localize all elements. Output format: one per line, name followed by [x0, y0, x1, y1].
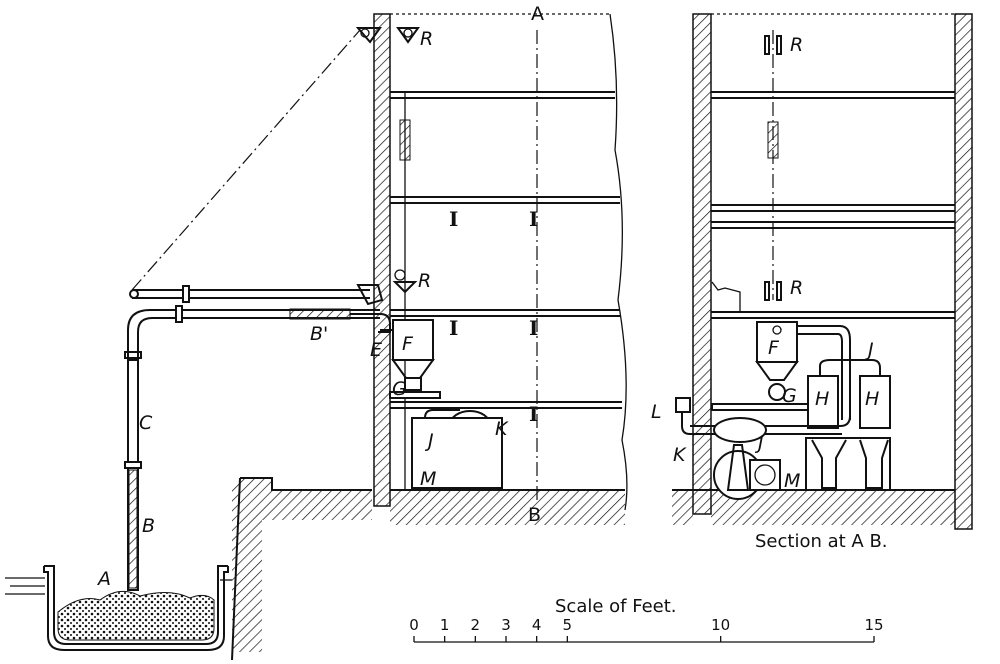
scale-tick-label: 0 [409, 616, 419, 634]
label-pipe: C [139, 412, 153, 434]
label-filter-right: H [865, 388, 879, 410]
scale-tick-label: 5 [563, 616, 573, 634]
section-labels: R R F G J H H L K J M Section at A B. [651, 34, 888, 552]
floor-beam-label: I [449, 207, 458, 231]
label-pulley-top: R [420, 28, 433, 50]
label-pipe-lower: J [754, 432, 764, 454]
label-suction-pipe: B [142, 515, 155, 537]
label-section-b: B [528, 504, 541, 526]
barge [5, 565, 232, 651]
label-pulley-top: R [790, 34, 803, 56]
scale-tick-label: 1 [440, 616, 450, 634]
label-pulley-mid: R [790, 277, 803, 299]
label-nozzle: A [96, 568, 111, 590]
label-receiver: F [768, 337, 780, 359]
floor-beam-label: I [529, 316, 538, 340]
label-motor: M [784, 470, 800, 492]
label-exhaust-pipe: J [424, 430, 434, 452]
label-valve: G [392, 378, 407, 400]
floor-beam-label: I [449, 316, 458, 340]
scale-tick-label: 4 [532, 616, 542, 634]
label-pump: K [673, 444, 687, 466]
quay-wall [231, 477, 372, 661]
label-filter-left: H [815, 388, 829, 410]
scale-title: Scale of Feet. [555, 596, 677, 617]
label-motor: M [420, 468, 436, 490]
building-section [672, 13, 973, 530]
label-pipe-upper: J [864, 339, 874, 361]
label-pump: K [495, 418, 509, 440]
scale-tick-label: 15 [864, 616, 883, 634]
floor-beam-label: I [529, 402, 538, 426]
scale-bar: Scale of Feet. 0 1 2 3 4 5 10 15 [409, 596, 884, 643]
floor-beam-label: I [529, 207, 538, 231]
label-receiver: F [402, 333, 414, 355]
label-valve: G [782, 385, 797, 407]
scale-tick-label: 3 [501, 616, 511, 634]
elevation-labels: A B R R B' E F G C B A J K M I I I I I [96, 3, 544, 590]
suction-pipe [124, 29, 400, 591]
section-caption: Section at A B. [755, 531, 888, 552]
label-flexible-joint: B' [310, 323, 328, 345]
label-pulley-mid: R [418, 270, 431, 292]
scale-tick-label: 2 [471, 616, 481, 634]
label-section-a: A [531, 3, 544, 25]
scale-tick-label: 10 [711, 616, 730, 634]
building-elevation [355, 13, 628, 525]
label-elbow: E [370, 339, 382, 361]
label-outlet: L [651, 401, 662, 423]
